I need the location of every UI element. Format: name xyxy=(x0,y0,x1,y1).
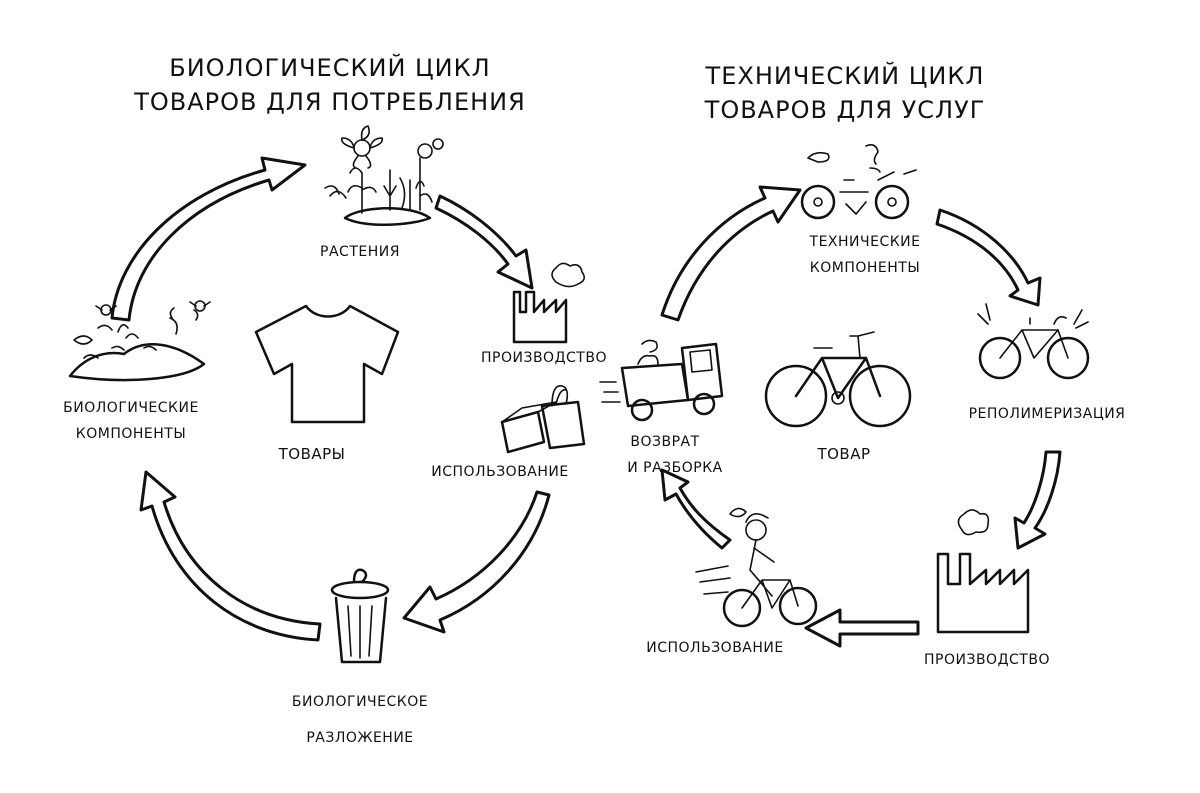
tech-step-components-line1: ТЕХНИЧЕСКИЕ xyxy=(809,234,921,250)
bio-center-label: ТОВАРЫ xyxy=(278,445,346,463)
bio-cycle-title-line1: БИОЛОГИЧЕСКИЙ ЦИКЛ xyxy=(169,54,491,82)
t-shirt-icon xyxy=(254,304,400,424)
bio-step-decomposition-line1: БИОЛОГИЧЕСКОЕ xyxy=(291,694,429,710)
tech-step-return-line2: И РАЗБОРКА xyxy=(627,460,723,476)
arrow-repolymerization-to-production xyxy=(1013,450,1062,550)
arrow-return-to-components xyxy=(660,185,802,322)
tech-cycle-title-line1: ТЕХНИЧЕСКИЙ ЦИКЛ xyxy=(705,62,985,90)
bio-step-decomposition-line2: РАЗЛОЖЕНИЕ xyxy=(306,730,414,746)
bio-step-plants: РАСТЕНИЯ xyxy=(320,244,400,260)
arrow-use-to-decomposition xyxy=(402,490,551,634)
bicycle-repolymerization-icon xyxy=(977,303,1090,380)
factory-icon xyxy=(512,262,586,344)
cyclist-icon xyxy=(695,507,818,628)
arrow-use-to-return xyxy=(660,468,732,550)
compost-icon xyxy=(68,300,211,382)
trash-can-icon xyxy=(330,568,390,664)
arrow-decomposition-to-components xyxy=(139,470,322,642)
tech-step-use: ИСПОЛЬЗОВАНИЕ xyxy=(646,640,784,656)
plants-icon xyxy=(324,125,444,226)
bio-step-components-line2: КОМПОНЕНТЫ xyxy=(75,426,187,442)
shopping-bags-icon xyxy=(500,385,586,454)
factory-icon xyxy=(936,509,1030,634)
bio-cycle-title-line2: ТОВАРОВ ДЛЯ ПОТРЕБЛЕНИЯ xyxy=(134,88,526,116)
tech-center-label: ТОВАР xyxy=(817,445,871,463)
arrow-components-to-repolymerization xyxy=(935,208,1042,307)
arrow-compost-to-plants xyxy=(110,156,307,322)
delivery-truck-icon xyxy=(599,339,724,422)
tech-cycle-title-line2: ТОВАРОВ ДЛЯ УСЛУГ xyxy=(704,96,986,124)
tech-step-return-line1: ВОЗВРАТ xyxy=(630,434,700,450)
arrow-plants-to-production xyxy=(434,194,534,290)
bike-parts-icon xyxy=(800,144,917,220)
bio-step-production: ПРОИЗВОДСТВО xyxy=(481,350,607,366)
tech-step-repolymerization: РЕПОЛИМЕРИЗАЦИЯ xyxy=(968,406,1126,422)
arrow-production-to-use xyxy=(804,608,920,648)
bio-step-use: ИСПОЛЬЗОВАНИЕ xyxy=(431,464,569,480)
tech-step-production: ПРОИЗВОДСТВО xyxy=(924,652,1050,668)
bicycle-icon xyxy=(764,331,912,428)
bio-step-components-line1: БИОЛОГИЧЕСКИЕ xyxy=(63,400,199,416)
tech-step-components-line2: КОМПОНЕНТЫ xyxy=(809,260,921,276)
